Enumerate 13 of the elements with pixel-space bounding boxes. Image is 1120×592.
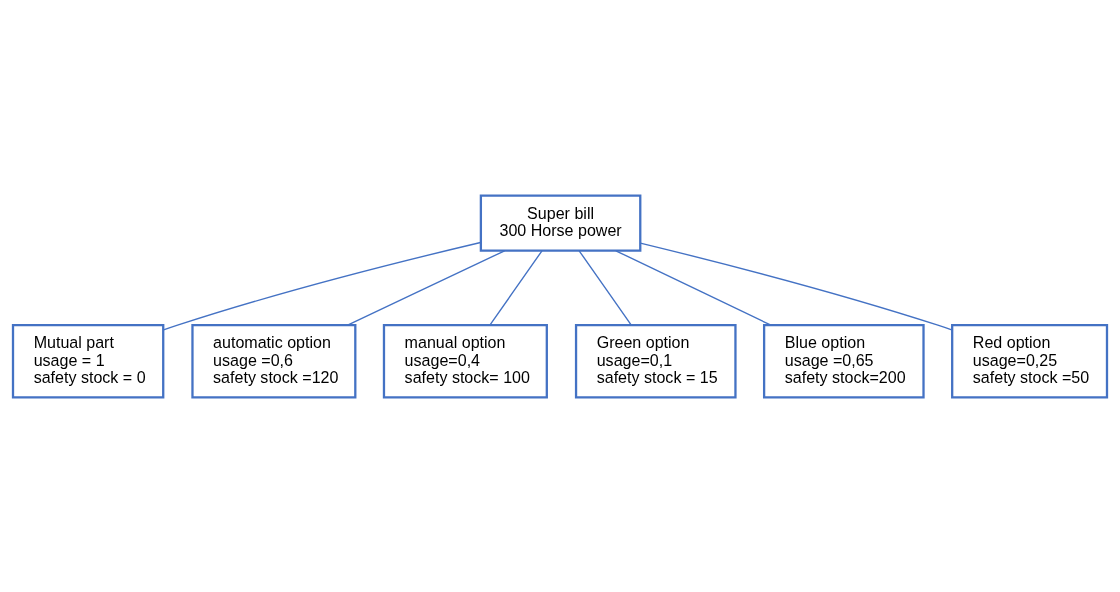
node-box: Blue option usage =0,65 safety stock=200: [762, 323, 925, 399]
node-box: Green option usage=0,1 safety stock = 15: [574, 323, 737, 399]
connector: [578, 249, 632, 326]
node-box: Red option usage=0,25 safety stock =50: [951, 323, 1109, 399]
node-box: Mutual part usage = 1 safety stock = 0: [11, 323, 165, 399]
connector: [489, 249, 543, 326]
node-box: Super bill 300 Horse power: [479, 193, 642, 252]
connector: [347, 249, 506, 326]
connector: [162, 241, 482, 331]
connector: [639, 241, 953, 330]
node-box: automatic option usage =0,6 safety stock =120: [191, 323, 357, 399]
connector: [615, 249, 772, 326]
node-box: manual option usage=0,4 safety stock= 100: [382, 323, 548, 399]
